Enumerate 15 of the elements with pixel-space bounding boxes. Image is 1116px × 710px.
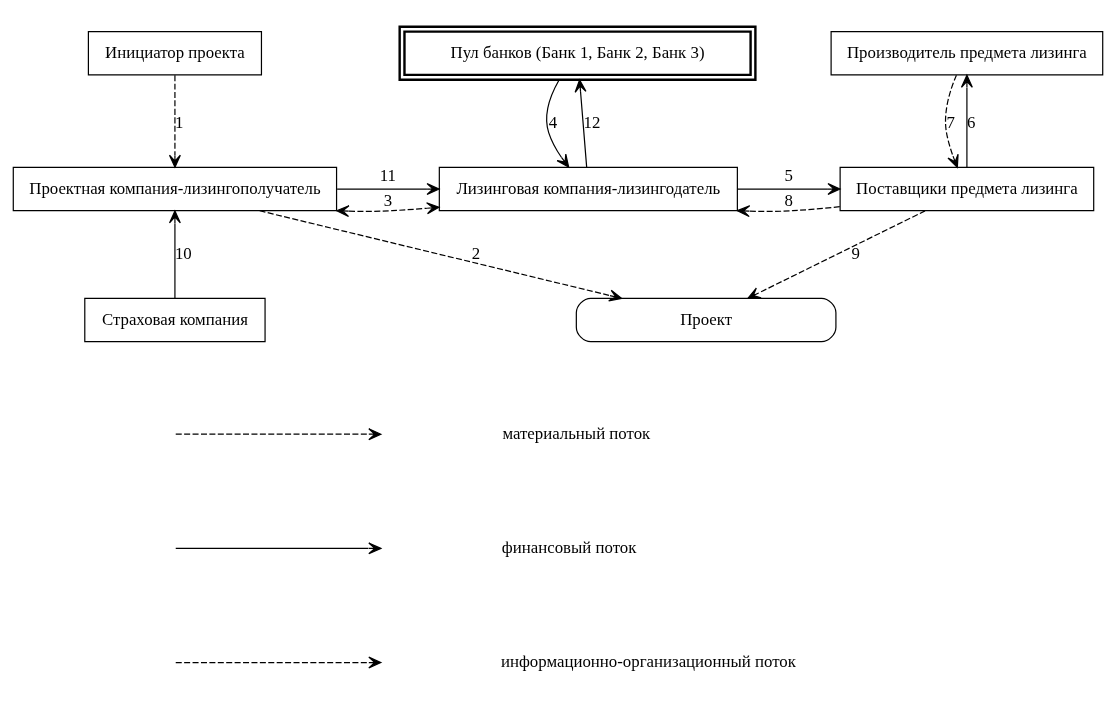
legend-label: информационно-организационный поток xyxy=(500,651,796,671)
edge-label: 7 xyxy=(946,112,955,132)
edge-label: 5 xyxy=(784,165,793,185)
edge-label: 12 xyxy=(583,112,601,132)
edge-label: 9 xyxy=(851,243,860,263)
edge-label: 10 xyxy=(174,243,192,263)
edge-label: 6 xyxy=(966,112,976,132)
edge-label: 2 xyxy=(471,243,481,263)
edge-label: 3 xyxy=(383,190,393,210)
legend-label: финансовый поток xyxy=(501,537,637,557)
edge-label: 11 xyxy=(379,165,397,185)
edge-label: 4 xyxy=(548,112,558,132)
edge-label: 1 xyxy=(174,112,184,132)
legend-label: материальный поток xyxy=(502,423,651,443)
edge-label: 8 xyxy=(784,190,793,210)
